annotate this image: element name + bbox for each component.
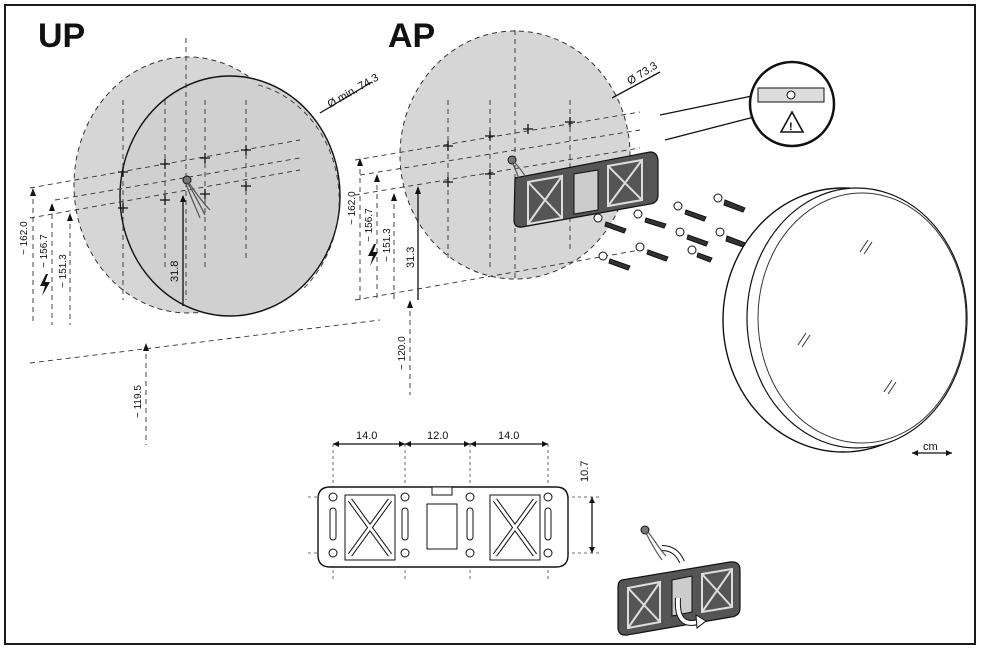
ap-round-mirror: [722, 187, 968, 453]
plate-width-right: 14.0: [498, 430, 519, 442]
electric-warning-icon: [40, 274, 50, 296]
ap-height-151: ~ 151.3: [382, 228, 393, 262]
ap-diameter-label: Ø 73.3: [625, 60, 659, 88]
diagram-frame: [4, 4, 976, 645]
ap-diameter-leader: [611, 71, 661, 99]
up-floor-offset-label: ~ 119.5: [133, 385, 144, 418]
up-cable: [182, 175, 211, 219]
units-indicator: cm: [912, 441, 952, 456]
up-height-156: ~ 156.7: [39, 234, 50, 268]
caution-triangle-icon: [779, 110, 805, 133]
up-section: UP Ø min. 74.3: [19, 17, 381, 445]
ap-section: AP: [347, 17, 968, 453]
plate-width-left: 14.0: [356, 430, 377, 442]
ap-crosshairs: [443, 117, 575, 187]
up-cable-height-label: 31.8: [169, 261, 181, 282]
plate-height-label: 10.7: [579, 461, 591, 482]
units-label: cm: [923, 441, 938, 453]
ap-height-dimensions: [357, 158, 397, 300]
up-height-dimensions: [30, 188, 73, 325]
up-heading: UP: [38, 17, 85, 55]
electric-warning-icon: [368, 244, 378, 266]
ap-height-156: ~ 156.7: [364, 208, 375, 242]
plate-width-middle: 12.0: [427, 430, 448, 442]
up-crosshairs: [118, 145, 251, 213]
up-grid: [29, 38, 381, 364]
up-height-162: ~ 162.0: [19, 221, 30, 255]
up-height-151: ~ 151.3: [58, 254, 69, 288]
ap-height-162: ~ 162.0: [347, 191, 358, 225]
up-diameter-leader: [319, 81, 373, 114]
plate-dimension-drawing: 14.0 12.0 14.0 10.7: [308, 430, 600, 580]
ap-cable-height-label: 31.3: [405, 247, 417, 268]
up-diameter-label: Ø min. 74.3: [326, 72, 381, 111]
ap-floor-offset-label: ~ 120.0: [397, 336, 408, 370]
up-mirror-outline: [119, 75, 341, 317]
svg-text:!: !: [789, 121, 793, 133]
spirit-level-callout: !: [659, 60, 836, 148]
ap-heading: AP: [388, 17, 435, 55]
ap-screws: [593, 193, 749, 271]
cable-routing-detail: [617, 525, 741, 636]
ap-mounting-plate: [507, 151, 659, 228]
